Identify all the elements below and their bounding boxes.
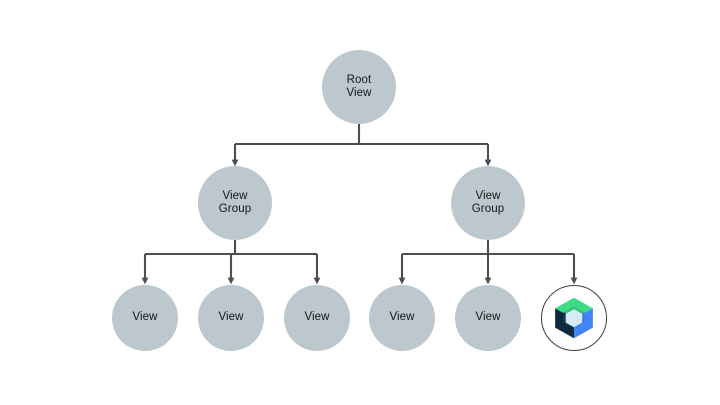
node-view-3[interactable]: View <box>284 285 350 351</box>
node-view-group-right-label: View Group <box>471 189 505 216</box>
node-view-2-label: View <box>218 311 244 324</box>
node-view-1[interactable]: View <box>112 285 178 351</box>
node-view-group-left-label: View Group <box>218 189 252 216</box>
jetpack-compose-logo-icon <box>551 295 597 341</box>
node-view-3-label: View <box>304 311 330 324</box>
node-compose[interactable] <box>541 285 607 351</box>
node-view-5[interactable]: View <box>455 285 521 351</box>
node-view-2[interactable]: View <box>198 285 264 351</box>
logo-left-face <box>555 308 574 339</box>
node-root-view[interactable]: Root View <box>322 50 396 124</box>
node-view-4[interactable]: View <box>369 285 435 351</box>
logo-right-face <box>574 308 593 339</box>
node-view-4-label: View <box>389 311 415 324</box>
node-view-group-left[interactable]: View Group <box>198 166 272 240</box>
node-root-view-label: Root View <box>346 73 372 100</box>
node-view-1-label: View <box>132 311 158 324</box>
node-view-5-label: View <box>475 311 501 324</box>
node-view-group-right[interactable]: View Group <box>451 166 525 240</box>
logo-center-hexagon <box>565 309 583 328</box>
